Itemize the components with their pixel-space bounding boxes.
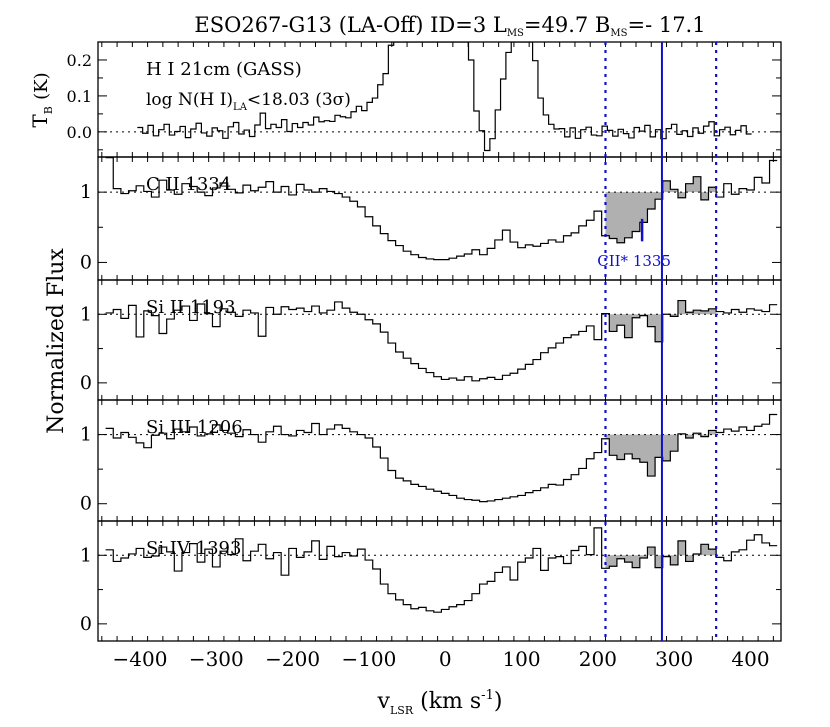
column-density-limit: log N(H I)LA<18.03 (3σ) [146,90,351,113]
hi-y-axis-label: TB (K) [28,72,55,127]
figure-title: ESO267-G13 (LA-Off) ID=3 LMS=49.7 BMS=- … [194,13,705,39]
y-tick-label: 1 [80,424,92,446]
panel-label: C II 1334 [146,174,231,195]
y-tick-label: 1 [80,181,92,203]
panel-label: H I 21cm (GASS) [146,59,302,80]
panels-group: 0.0 0.1 0.2 H I 21cm (GASS) log N(H I)LA<18.… [67,41,782,671]
panel-siiv: 0 1 Si IV 1393 −400 −300 −200 −100 0 100 200 300 40… [80,520,782,671]
absorption-shading [605,430,717,477]
y-tick-label: 0 [80,251,92,273]
panel-label: Si II 1193 [146,297,236,318]
y-tick-label: 0.1 [67,87,92,106]
spectrum-histogram [105,157,778,261]
panel-label: Si IV 1393 [146,538,241,559]
panel-siiii: 0 1 Si III 1206 [80,399,782,522]
x-tick-label: −400 [113,647,168,671]
y-tick-label: 1 [80,544,92,566]
y-tick-label: 0 [80,613,92,635]
absorption-shading [605,300,717,342]
annotation-label: CII* 1335 [597,252,671,270]
panel-hi: 0.0 0.1 0.2 H I 21cm (GASS) log N(H I)LA<18.… [67,41,782,158]
y-tick-label: 0.0 [67,123,92,142]
limit-value: <18.03 (3σ) [247,90,351,110]
velocity-markers [604,42,718,641]
x-tick-label: 200 [579,647,617,671]
x-tick-label: 400 [731,647,769,671]
limit-prefix: log N(H I) [146,90,233,110]
panel-siii: 0 1 Si II 1193 [80,279,782,401]
x-tick-label: 0 [439,647,452,671]
x-axis-label: vLSR (km s-1) [377,688,503,717]
absorption-shading [605,176,717,243]
panel-frame [97,520,782,642]
x-tick-label: 300 [655,647,693,671]
panel-label: Si III 1206 [146,417,243,438]
absorption-shading [605,540,717,569]
spectrum-histogram [137,42,752,152]
y-tick-label: 0 [80,372,92,394]
x-tick-label: −200 [265,647,320,671]
y-tick-label: 1 [80,303,92,325]
limit-subscript: LA [233,102,248,113]
y-tick-label: 0 [80,493,92,515]
y-tick-label: 0.2 [67,51,92,70]
x-tick-label: 100 [502,647,540,671]
x-tick-label: −100 [341,647,396,671]
x-tick-label: −300 [189,647,244,671]
flux-y-axis-label: Normalized Flux [44,248,69,434]
